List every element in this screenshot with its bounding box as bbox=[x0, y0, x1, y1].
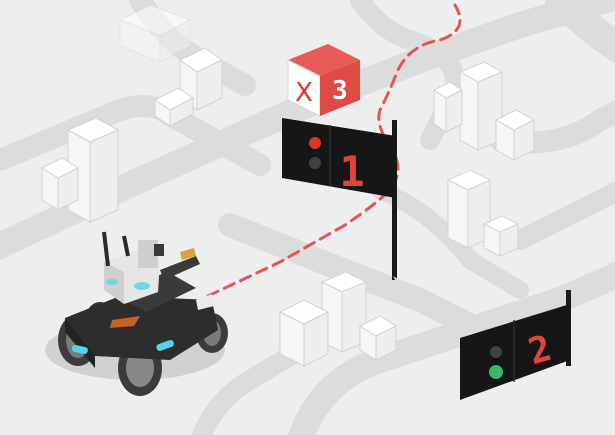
robot-vehicle bbox=[45, 231, 228, 396]
building-group-left-top bbox=[154, 47, 223, 127]
flag-panel bbox=[282, 118, 396, 198]
building-faint bbox=[118, 4, 192, 63]
building-group-left bbox=[40, 117, 120, 223]
checkpoint-flag-1 bbox=[282, 118, 405, 287]
robot-camera bbox=[138, 240, 158, 268]
checkpoint-flag-2 bbox=[460, 290, 571, 400]
signal-light-red bbox=[309, 137, 321, 149]
robot-antenna bbox=[122, 235, 130, 257]
marker-cube bbox=[287, 44, 360, 117]
marker-number-glyph: 3 bbox=[332, 76, 348, 106]
robot-light bbox=[156, 339, 174, 351]
road-corner bbox=[545, 0, 615, 64]
marker-x-glyph: X bbox=[295, 78, 313, 108]
flag-pole bbox=[392, 120, 397, 280]
flag-panel bbox=[460, 304, 570, 400]
road-right-mid bbox=[510, 181, 615, 250]
flag-1-digit: 1 bbox=[339, 147, 364, 196]
signal-light-green bbox=[489, 365, 503, 379]
road-bottom-right bbox=[287, 261, 615, 435]
building-group-right-top bbox=[433, 61, 536, 161]
robot-light bbox=[71, 344, 88, 355]
building-group-center bbox=[278, 271, 398, 367]
robot-chassis bbox=[65, 296, 218, 360]
signal-light-red bbox=[490, 346, 502, 358]
road-bottom-left bbox=[191, 340, 310, 435]
building-group-right bbox=[446, 169, 520, 257]
signal-light-green bbox=[309, 157, 321, 169]
robot-antenna bbox=[102, 231, 110, 267]
robot-blaster bbox=[160, 256, 200, 280]
